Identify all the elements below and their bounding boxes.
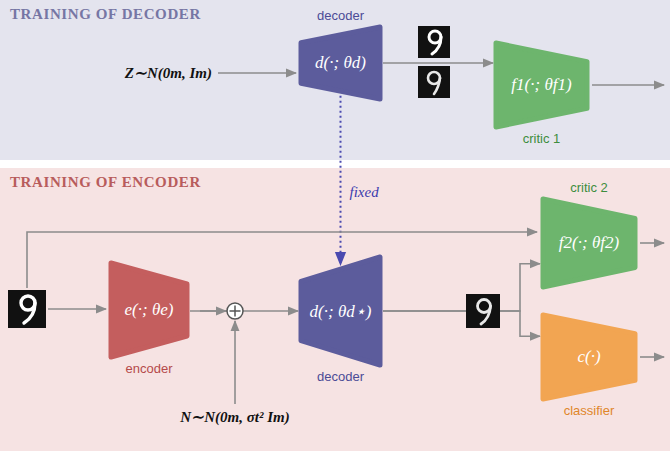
flow-connector xyxy=(340,96,342,265)
block-shape: d(·; θd) xyxy=(298,24,383,102)
distribution-label: N∼N(0m, σt² Im) xyxy=(180,408,289,426)
output-arrow xyxy=(592,84,664,86)
digit-image xyxy=(418,26,450,58)
image-frame xyxy=(8,290,46,328)
trapezoid-outline xyxy=(543,315,635,399)
function-label: f2(·; θf2) xyxy=(559,233,619,253)
function-label: d(·; θd⋆) xyxy=(310,301,372,322)
block-caption: classifier xyxy=(540,402,638,419)
plus-sign xyxy=(230,306,241,317)
encoder-block: e(·; θe) encoder xyxy=(108,260,190,377)
critic-block: critic 2 f2(·; θf2) xyxy=(540,179,638,290)
digit-image xyxy=(466,294,500,328)
band-ground xyxy=(0,0,670,160)
trapezoid-outline xyxy=(111,263,187,357)
input-arrow xyxy=(218,72,296,74)
flow-connector xyxy=(383,264,540,311)
output-arrow xyxy=(640,356,664,358)
band-title: TRAINING OF DECODER xyxy=(10,6,201,23)
distribution-label: Z∼N(0m, Im) xyxy=(125,64,212,82)
trapezoid-outline xyxy=(543,199,635,287)
output-arrow xyxy=(640,242,664,244)
training-band: TRAINING OF ENCODER e(·; θe) encoder d(·; θ… xyxy=(0,168,670,451)
trapezoid-outline xyxy=(301,257,380,365)
classifier-block: c(·) classifier xyxy=(540,312,638,419)
flow-connector xyxy=(383,311,540,336)
block-caption: decoder xyxy=(298,7,383,24)
digit-image xyxy=(418,66,450,98)
sum-node xyxy=(227,303,243,319)
skip-arrow xyxy=(27,232,537,288)
block-shape: e(·; θe) xyxy=(108,260,190,360)
image-frame xyxy=(418,26,450,58)
flow-connector xyxy=(383,62,493,64)
input-arrow xyxy=(48,308,106,310)
function-label: c(·) xyxy=(577,347,600,367)
function-label: f1(·; θf1) xyxy=(511,75,571,95)
block-caption: critic 2 xyxy=(540,179,638,196)
function-label: d(·; θd) xyxy=(315,53,366,73)
block-caption: encoder xyxy=(108,360,190,377)
sum-arrow xyxy=(200,310,226,312)
image-frame xyxy=(466,294,500,328)
decoder-block: d(·; θd⋆) decoder xyxy=(298,254,383,385)
block-shape: c(·) xyxy=(540,312,638,402)
digit-stroke xyxy=(24,303,35,323)
function-label: e(·; θe) xyxy=(125,300,174,320)
digit-stroke xyxy=(434,78,440,94)
digit-image xyxy=(8,290,46,328)
critic-block: f1(·; θf1) critic 1 xyxy=(493,40,590,147)
block-shape: d(·; θd⋆) xyxy=(298,254,383,368)
training-band: TRAINING OF DECODER decoder d(·; θd) f1(·; … xyxy=(0,0,670,160)
noise-arrow xyxy=(234,321,236,404)
flow-connector xyxy=(190,310,298,312)
band-title: TRAINING OF ENCODER xyxy=(10,174,201,191)
digit-stroke xyxy=(432,37,441,54)
trapezoid-outline xyxy=(301,27,380,99)
block-caption: decoder xyxy=(298,368,383,385)
block-shape: f2(·; θf2) xyxy=(540,196,638,290)
edge-label: fixed xyxy=(350,184,379,201)
block-shape: f1(·; θf1) xyxy=(493,40,590,130)
image-frame xyxy=(418,66,450,98)
trapezoid-outline xyxy=(496,43,587,127)
digit-stroke xyxy=(481,306,491,324)
block-caption: critic 1 xyxy=(493,130,590,147)
sum-circle xyxy=(227,303,243,319)
decoder-block: decoder d(·; θd) xyxy=(298,7,383,102)
band-ground xyxy=(0,168,670,451)
